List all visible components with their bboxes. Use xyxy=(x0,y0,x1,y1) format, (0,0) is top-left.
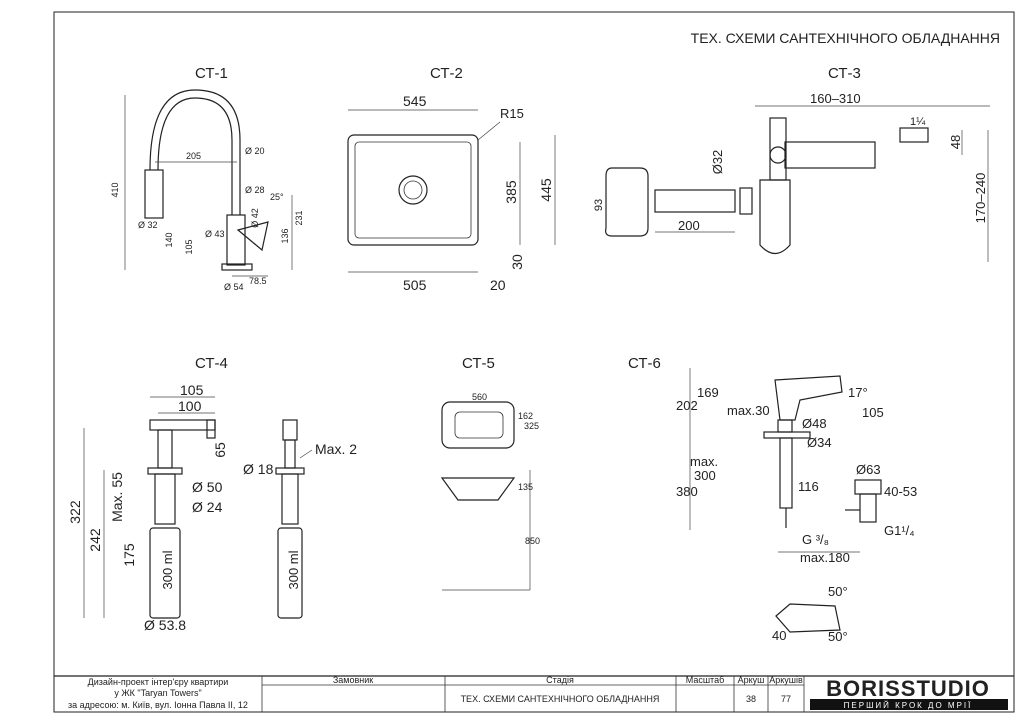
ct4-max55: Max. 55 xyxy=(109,472,125,522)
scale-header: Масштаб xyxy=(686,675,725,685)
label-ct4: СТ-4 xyxy=(195,355,228,372)
ct6-d4053: 40-53 xyxy=(884,484,917,499)
brand-logo: BORISSTUDIO xyxy=(826,676,990,701)
ct6-d105: 105 xyxy=(862,405,884,420)
ct1-d136: 136 xyxy=(280,228,290,243)
ct2-d30: 30 xyxy=(509,254,525,270)
ct4-d100: 100 xyxy=(178,398,202,414)
ct4-d105: 105 xyxy=(180,382,204,398)
section-labels: СТ-1 СТ-2 СТ-3 СТ-4 СТ-5 СТ-6 xyxy=(195,65,861,372)
ct3-d160310: 160–310 xyxy=(810,91,861,106)
ct6-max180: max.180 xyxy=(800,550,850,565)
ct3-d93: 93 xyxy=(593,199,605,211)
sheet-header: Аркуш xyxy=(738,675,765,685)
label-ct3: СТ-3 xyxy=(828,65,861,82)
project-line3: за адресою: м. Київ, вул. Іонна Павла ІІ… xyxy=(68,700,248,710)
ct4-dispenser-drawing: 105 100 65 Ø 18 Max. 2 Max. 55 Ø 50 Ø 24… xyxy=(67,382,357,633)
ct6-a50b: 50° xyxy=(828,629,848,644)
ct1-d105: 105 xyxy=(184,239,194,254)
ct5-vessel-drawing: 560 162 325 135 850 xyxy=(440,392,540,591)
ct5-d850: 850 xyxy=(525,536,540,546)
ct5-d325: 325 xyxy=(524,421,539,431)
ct2-d545: 545 xyxy=(403,93,427,109)
ct4-phi18: Ø 18 xyxy=(243,461,274,477)
ct1-phi54: Ø 54 xyxy=(224,282,244,292)
ct6-maxlbl: max. xyxy=(690,454,718,469)
sheets-value: 77 xyxy=(781,694,791,704)
ct4-ml300a: 300 ml xyxy=(160,550,175,589)
ct1-d231: 231 xyxy=(294,210,304,225)
ct6-a50a: 50° xyxy=(828,584,848,599)
ct6-phi48: Ø48 xyxy=(802,416,827,431)
ct4-d322: 322 xyxy=(67,500,83,524)
ct6-phi63: Ø63 xyxy=(856,462,881,477)
label-ct2: СТ-2 xyxy=(430,65,463,82)
ct1-a25: 25° xyxy=(270,192,284,202)
ct4-d65: 65 xyxy=(212,442,228,458)
ct4-phi538: Ø 53.8 xyxy=(144,617,186,633)
ct1-phi42: Ø 42 xyxy=(250,208,260,228)
ct1-d205: 205 xyxy=(186,151,201,161)
ct3-phi32: Ø32 xyxy=(710,150,725,175)
ct6-g38: G ³/₈ xyxy=(802,532,829,547)
project-line1: Дизайн-проект інтер'єру квартири xyxy=(88,677,229,687)
ct1-phi43: Ø 43 xyxy=(205,229,225,239)
sheet-frame xyxy=(53,11,1015,713)
ct6-a17: 17° xyxy=(848,385,868,400)
ct4-d175: 175 xyxy=(121,543,137,567)
sheet-title: ТЕХ. СХЕМИ САНТЕХНІЧНОГО ОБЛАДНАННЯ xyxy=(691,30,1000,46)
ct2-d505: 505 xyxy=(403,277,427,293)
ct4-ml300b: 300 ml xyxy=(286,550,301,589)
ct6-phi34: Ø34 xyxy=(807,435,832,450)
brand-bar xyxy=(810,699,1008,710)
ct3-d48: 48 xyxy=(948,135,963,149)
project-line2: у ЖК "Taryan Towers" xyxy=(114,688,201,698)
title-block: Дизайн-проект інтер'єру квартири у ЖК "T… xyxy=(54,675,1014,712)
ct6-mixer-drawing: 202 169 17° 105 max.30 Ø48 Ø34 max. 300 … xyxy=(676,368,917,644)
stage-header: Стадія xyxy=(546,675,574,685)
ct1-phi28: Ø 28 xyxy=(245,185,265,195)
ct4-phi24: Ø 24 xyxy=(192,499,223,515)
ct6-d380: 380 xyxy=(676,484,698,499)
ct4-d242: 242 xyxy=(87,528,103,552)
ct5-d135: 135 xyxy=(518,482,533,492)
ct1-d410: 410 xyxy=(110,182,120,197)
ct2-r15: R15 xyxy=(500,106,524,121)
customer-header: Замовник xyxy=(333,675,373,685)
label-ct1: СТ-1 xyxy=(195,65,228,82)
ct2-sink-drawing: 545 R15 385 445 30 505 20 xyxy=(347,93,556,293)
ct6-d169: 169 xyxy=(697,385,719,400)
ct4-max2: Max. 2 xyxy=(315,441,357,457)
ct5-d560: 560 xyxy=(472,392,487,402)
ct6-d202: 202 xyxy=(676,398,698,413)
sheets-header: Аркушів xyxy=(769,675,803,685)
ct5-d162: 162 xyxy=(518,411,533,421)
ct6-d300: 300 xyxy=(694,468,716,483)
ct4-phi50: Ø 50 xyxy=(192,479,223,495)
ct1-phi32: Ø 32 xyxy=(138,220,158,230)
ct2-d445: 445 xyxy=(538,178,554,202)
ct1-d140: 140 xyxy=(164,232,174,247)
ct6-max30: max.30 xyxy=(727,403,770,418)
ct6-d116: 116 xyxy=(798,479,819,494)
ct2-d385: 385 xyxy=(503,180,519,204)
ct1-d785: 78.5 xyxy=(249,276,267,286)
stage-value: ТЕХ. СХЕМИ САНТЕХНІЧНОГО ОБЛАДНАННЯ xyxy=(461,694,660,704)
ct1-phi20: Ø 20 xyxy=(245,146,265,156)
label-ct5: СТ-5 xyxy=(462,355,495,372)
ct6-g114: G1¹/₄ xyxy=(884,523,915,538)
ct3-d114: 1¼ xyxy=(910,116,926,128)
sheet-value: 38 xyxy=(746,694,756,704)
ct3-d170240: 170–240 xyxy=(973,173,988,224)
ct1-faucet-drawing: 410 205 Ø 20 Ø 28 25° Ø 32 Ø 43 Ø 42 231… xyxy=(110,89,304,292)
ct2-d20: 20 xyxy=(490,277,506,293)
brand-subtitle: ПЕРШИЙ КРОК ДО МРІЇ xyxy=(844,701,973,710)
label-ct6: СТ-6 xyxy=(628,355,661,372)
ct6-d40: 40 xyxy=(772,628,786,643)
ct3-d200: 200 xyxy=(678,218,700,233)
ct3-siphon-drawing: 160–310 1¼ Ø32 48 93 200 170–240 xyxy=(593,91,990,262)
